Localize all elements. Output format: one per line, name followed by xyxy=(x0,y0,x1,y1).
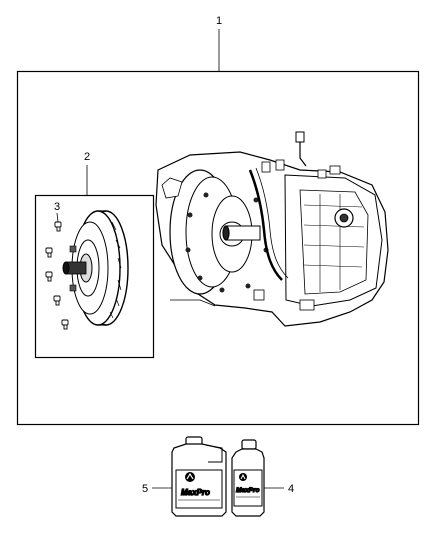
bolt xyxy=(45,271,53,282)
callout-4: 4 xyxy=(288,483,294,495)
callout-3: 3 xyxy=(54,201,60,213)
mopar-logo-icon xyxy=(185,472,195,482)
bolt xyxy=(53,295,61,306)
torque-converter-frame xyxy=(34,194,155,359)
leader-3 xyxy=(56,212,59,223)
brand-label-large: MaxPro xyxy=(181,488,210,497)
assembly-frame xyxy=(16,70,420,426)
bolt xyxy=(61,319,69,330)
fluid-bottle-small: MaxPro xyxy=(231,439,265,517)
callout-2: 2 xyxy=(84,151,90,163)
bolt xyxy=(45,247,53,258)
torque-converter xyxy=(62,210,129,326)
fluid-jug-large: MaxPro xyxy=(171,436,227,517)
callout-1: 1 xyxy=(216,15,222,27)
bolt-group xyxy=(45,221,69,330)
transmission-assembly xyxy=(155,131,389,327)
bolt xyxy=(54,221,62,232)
brand-label-small: MaxPro xyxy=(236,487,260,494)
callout-5: 5 xyxy=(142,483,148,495)
